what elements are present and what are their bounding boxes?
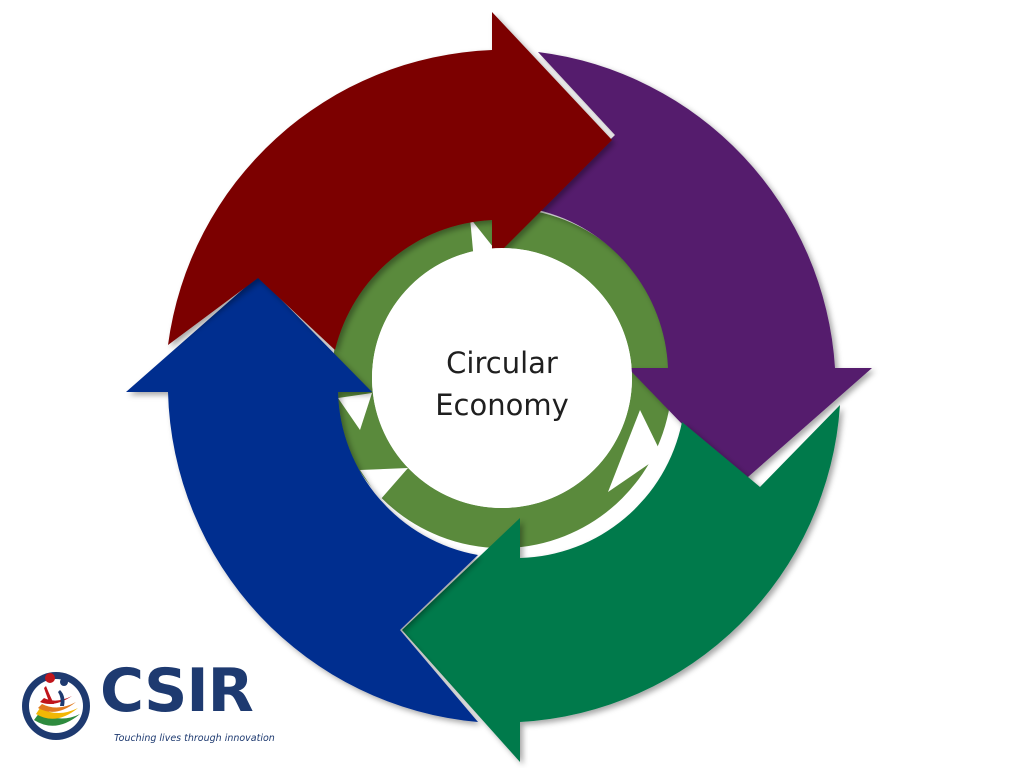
arrow-bottom-left [126,276,478,722]
center-disc [372,248,632,508]
center-label-line-2: Economy [435,388,569,422]
logo-wordmark: CSIR [100,656,254,726]
center-label: Circular Economy [402,342,602,426]
arrow-bottom-right [402,405,840,762]
csir-logo: CSIR Touching lives through innovation [20,656,290,748]
logo-tagline: Touching lives through innovation [114,733,275,744]
arrow-top-right [538,52,872,484]
arrow-top-left [168,12,612,350]
csir-emblem-icon [22,672,90,740]
center-label-line-1: Circular [446,346,558,380]
inner-ring-gap-left [338,393,372,430]
inner-ring-gap-right [608,410,662,492]
inner-ring-gap-bottom [360,468,408,500]
